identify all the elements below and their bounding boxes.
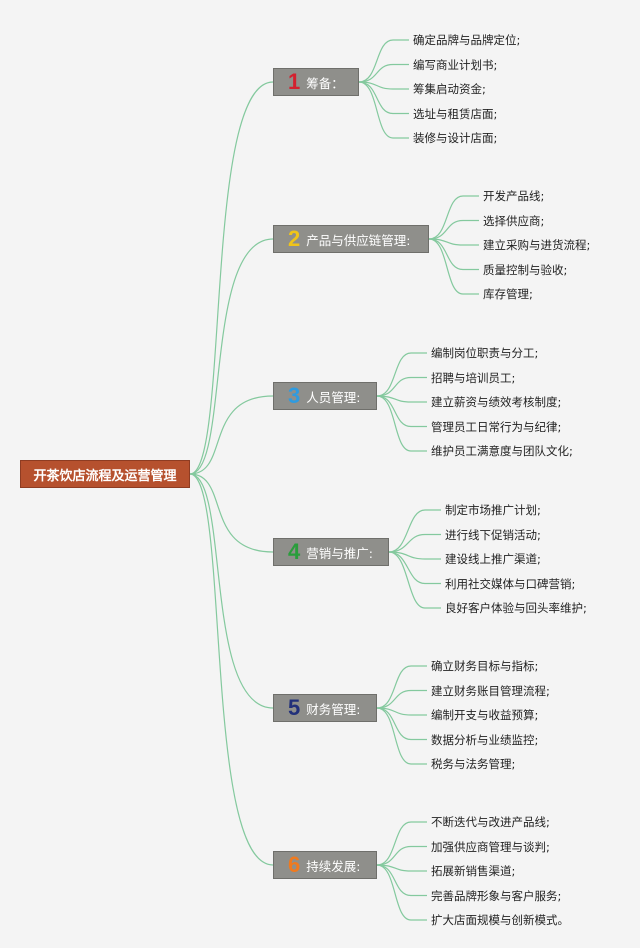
root-node: 开茶饮店流程及运营管理 <box>20 460 190 488</box>
branch-2-item-3: 建立采购与进货流程; <box>483 238 591 252</box>
branch-5-item-1: 确立财务目标与指标; <box>431 659 539 673</box>
branch-number-2: 2 <box>288 226 301 251</box>
branch-3-item-1: 编制岗位职责与分工; <box>431 346 539 360</box>
branch-3-item-2: 招聘与培训员工; <box>431 370 516 385</box>
branch-5-item-5: 税务与法务管理; <box>431 757 516 771</box>
branch-label-4: 营销与推广: <box>306 545 373 561</box>
branch-3-item-4: 管理员工日常行为与纪律; <box>431 419 562 434</box>
branch-number-5: 5 <box>288 695 301 720</box>
branch-5-item-4: 数据分析与业绩监控; <box>431 732 539 747</box>
branch-4-item-1: 制定市场推广计划; <box>445 503 541 517</box>
branch-1-item-4: 选址与租赁店面; <box>413 106 498 121</box>
branch-3-item-3: 建立薪资与绩效考核制度; <box>431 395 562 409</box>
branch-1-item-1: 确定品牌与品牌定位; <box>413 33 521 47</box>
branch-4-item-3: 建设线上推广渠道; <box>445 552 541 566</box>
branch-1-item-2: 编写商业计划书; <box>413 57 498 72</box>
branch-label-6: 持续发展: <box>306 858 361 874</box>
branch-number-6: 6 <box>288 852 301 877</box>
branch-4-item-2: 进行线下促销活动; <box>445 527 541 542</box>
branch-6-item-3: 拓展新销售渠道; <box>431 864 516 878</box>
branch-6-item-1: 不断迭代与改进产品线; <box>431 815 550 829</box>
branch-5-item-3: 编制开支与收益预算; <box>431 708 539 722</box>
branch-number-4: 4 <box>288 539 301 564</box>
root-label: 开茶饮店流程及运营管理 <box>33 468 177 484</box>
branch-number-3: 3 <box>288 383 301 408</box>
branch-4-item-5: 良好客户体验与回头率维护; <box>445 601 587 615</box>
branch-2-item-4: 质量控制与验收; <box>483 262 568 277</box>
branch-number-1: 1 <box>288 69 301 94</box>
branch-label-5: 财务管理: <box>306 701 361 717</box>
branch-6-item-5: 扩大店面规模与创新模式。 <box>431 913 569 927</box>
branch-2-item-5: 库存管理; <box>483 287 533 301</box>
branch-node-3: 3 人员管理: <box>273 382 377 410</box>
branch-6-item-2: 加强供应商管理与谈判; <box>431 839 550 854</box>
branch-2-item-1: 开发产品线; <box>483 189 545 203</box>
branch-3-item-5: 维护员工满意度与团队文化; <box>431 444 573 458</box>
branch-4-item-4: 利用社交媒体与口碑营销; <box>445 576 576 591</box>
branch-node-5: 5 财务管理: <box>273 694 377 722</box>
branch-label-3: 人员管理: <box>306 389 361 405</box>
branch-2-item-2: 选择供应商; <box>483 213 545 228</box>
branch-label-1: 筹备： <box>306 75 344 91</box>
branch-5-item-2: 建立财务账目管理流程; <box>431 683 550 698</box>
branch-node-1: 1 筹备： <box>273 68 359 96</box>
branch-node-6: 6 持续发展: <box>273 851 377 879</box>
branch-6-item-4: 完善品牌形象与客户服务; <box>431 888 562 903</box>
branch-node-4: 4 营销与推广: <box>273 538 389 566</box>
branch-1-item-5: 装修与设计店面; <box>413 131 498 145</box>
branch-label-2: 产品与供应链管理: <box>306 232 411 248</box>
branch-1-item-3: 筹集启动资金; <box>413 82 486 96</box>
branch-node-2: 2 产品与供应链管理: <box>273 225 429 253</box>
